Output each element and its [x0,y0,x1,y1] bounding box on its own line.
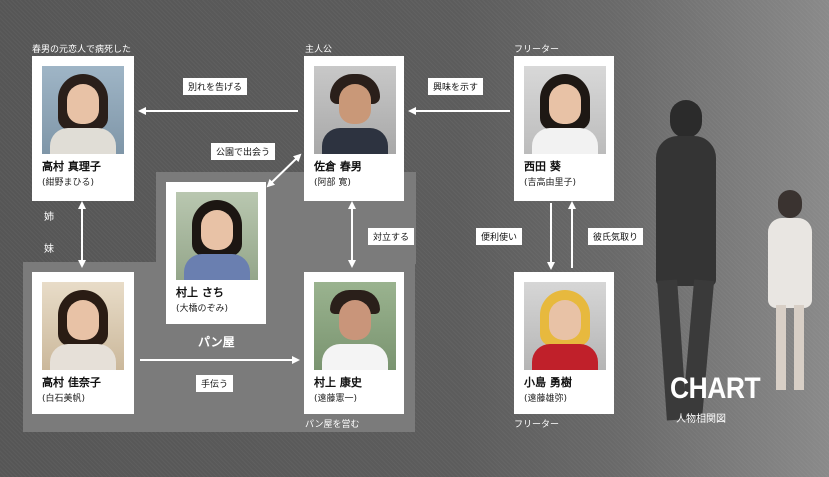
label-haruo-sachi: 公園で出会う [211,143,276,160]
yuki-photo [524,282,606,370]
sachi-actor: (大橋のぞみ) [176,304,229,314]
label-aoi-to-yuki: 便利使い [476,228,523,245]
kanako-photo [42,282,124,370]
aoi-name: 西田 葵 [524,160,561,173]
arrow-haruo-sachi [266,153,302,188]
haruo-actor: (阿部 寛) [314,178,351,188]
haruo-role-caption: 主人公 [305,45,333,55]
koji-name: 村上 康史 [314,376,362,389]
kanako-actor: (白石美帆) [42,394,86,404]
mariko-role-caption: 春男の元恋人で病死した [32,45,132,55]
label-haruo-koji: 対立する [368,228,415,245]
character-card-yuki[interactable]: 小島 勇樹 (遠藤雄弥) [514,272,614,414]
chart-subtitle: 人物相関図 [676,414,726,425]
bakery-area-title: パン屋 [198,335,235,349]
yuki-role-caption: フリーター [514,420,560,430]
character-card-haruo[interactable]: 佐倉 春男 (阿部 寛) [304,56,404,201]
aoi-role-caption: フリーター [514,45,560,55]
koji-actor: (遠藤憲一) [314,394,358,404]
kanako-name: 高村 佳奈子 [42,376,101,389]
character-card-mariko[interactable]: 高村 真理子 (紺野まひる) [32,56,134,201]
girl-silhouette [760,190,820,410]
label-haruo-to-mariko: 別れを告げる [183,78,248,95]
character-card-kanako[interactable]: 高村 佳奈子 (白石美帆) [32,272,134,414]
mariko-photo [42,66,124,154]
haruo-name: 佐倉 春男 [314,160,362,173]
label-aoi-to-haruo: 興味を示す [428,78,484,95]
character-card-sachi[interactable]: 村上 さち (大橋のぞみ) [166,182,266,324]
man-silhouette [648,100,728,430]
label-yuki-to-aoi: 彼氏気取り [588,228,644,245]
haruo-photo [314,66,396,154]
koji-photo [314,282,396,370]
character-card-koji[interactable]: 村上 康史 (遠藤憲一) [304,272,404,414]
label-sister-lower: 妹 [44,244,54,255]
mariko-name: 高村 真理子 [42,160,101,173]
koji-role-caption: パン屋を営む [305,420,360,430]
label-kanako-to-koji: 手伝う [196,375,234,392]
chart-title: CHART [670,372,761,405]
character-card-aoi[interactable]: 西田 葵 (吉高由里子) [514,56,614,201]
yuki-actor: (遠藤雄弥) [524,394,568,404]
sachi-photo [176,192,258,280]
mariko-actor: (紺野まひる) [42,178,95,188]
yuki-name: 小島 勇樹 [524,376,572,389]
aoi-actor: (吉高由里子) [524,178,577,188]
sachi-name: 村上 さち [176,286,224,299]
aoi-photo [524,66,606,154]
label-sister-upper: 姉 [44,212,54,223]
